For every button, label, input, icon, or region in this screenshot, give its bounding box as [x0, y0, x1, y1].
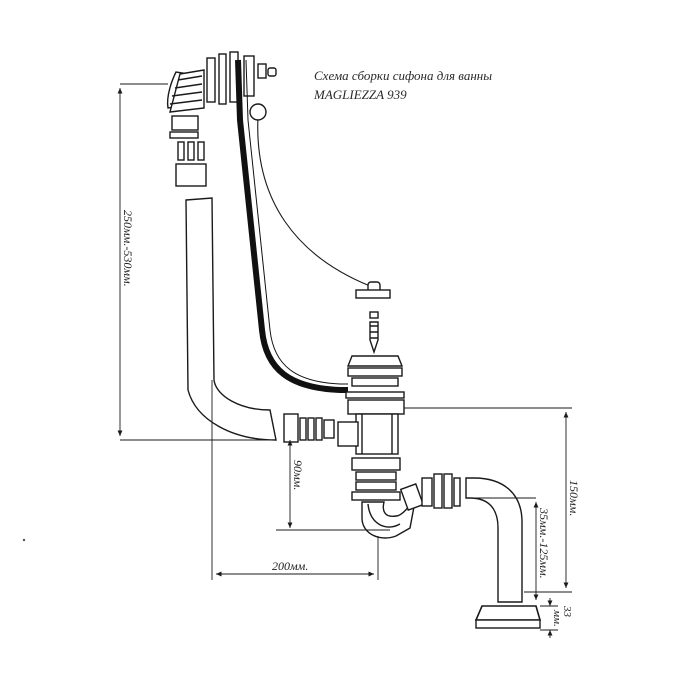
- diagram-title-line1: Схема сборки сифона для ванны: [314, 68, 493, 83]
- overflow-washers: [169, 115, 207, 187]
- label-total-height: 150мм.: [567, 480, 581, 516]
- chain: [257, 115, 371, 287]
- control-cable: [235, 59, 348, 393]
- label-outlet-range: 35мм.-125мм.: [537, 507, 551, 579]
- label-gap-unit: мм.: [551, 609, 563, 627]
- dimension-lines: [117, 83, 572, 638]
- label-height-range: 250мм.-530мм.: [121, 210, 135, 287]
- side-connector: [283, 413, 335, 443]
- label-gap-value: 33: [561, 605, 573, 618]
- diagram-title-line2: MAGLIEZZA 939: [314, 87, 407, 102]
- overflow-hose: [185, 197, 277, 441]
- stray-dot: [22, 538, 26, 542]
- label-length: 200мм.: [272, 559, 308, 573]
- drain-body: [337, 413, 399, 455]
- overflow-cover-plates: [206, 51, 277, 105]
- plug-stopper: [355, 281, 391, 355]
- outlet-pipe: [465, 477, 523, 603]
- drain-flange: [345, 355, 405, 415]
- label-drop: 90мм.: [291, 460, 305, 490]
- outlet-sleeve: [474, 605, 542, 621]
- overflow-elbow: [166, 69, 205, 113]
- diagram-title: Схема сборки сифона для ванны MAGLIEZZA …: [314, 66, 492, 104]
- chain-ball: [249, 103, 267, 121]
- trap-nuts: [399, 473, 461, 511]
- body-nuts: [351, 457, 401, 501]
